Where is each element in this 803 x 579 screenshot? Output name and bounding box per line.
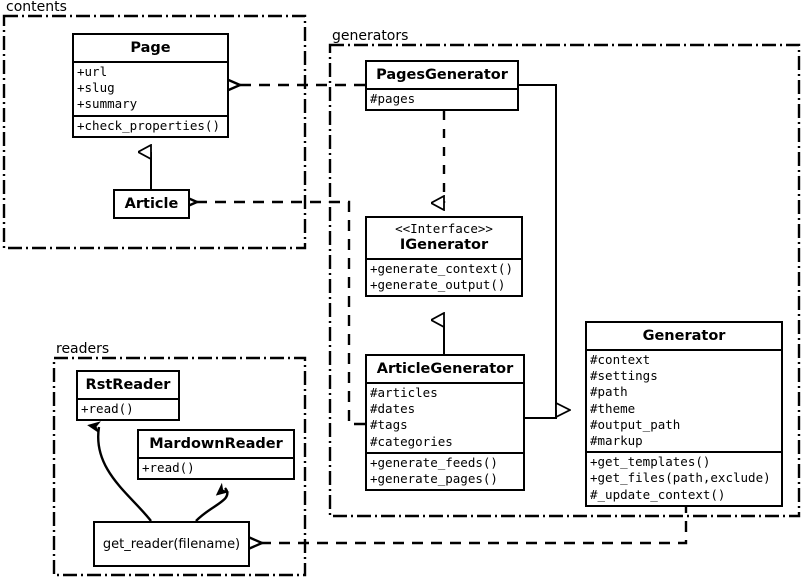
function-label-get-reader: get_reader(filename)	[102, 536, 241, 552]
package-label-contents: contents	[4, 0, 69, 15]
attribute: #context	[590, 352, 651, 367]
class-operations-mardownreader: +read()	[139, 457, 293, 478]
class-operations-page: +check_properties()	[74, 114, 227, 136]
attribute: #markup	[590, 433, 643, 449]
class-box-generator[interactable]: Generator #context #settings #path #them…	[585, 321, 783, 507]
rel-generator-getreader-dependency	[262, 502, 688, 543]
operation: +get_files(path,exclude)	[590, 470, 771, 486]
rel-articlegenerator-generator-generalization	[525, 410, 557, 419]
operation: +generate_pages()	[370, 471, 498, 487]
operation: +check_properties()	[77, 117, 220, 133]
class-name-pagesgenerator: PagesGenerator	[376, 67, 508, 83]
class-attributes-page: +url +slug +summary	[74, 61, 227, 115]
class-operations-generator: +get_templates() +get_files(path,exclude…	[587, 451, 781, 505]
class-box-article[interactable]: Article	[113, 189, 190, 219]
attribute: #settings	[590, 368, 658, 384]
class-name-article: Article	[124, 196, 179, 212]
operation: +generate_feeds()	[370, 454, 498, 470]
class-name-articlegenerator: ArticleGenerator	[376, 361, 514, 377]
attribute: +summary	[77, 96, 138, 112]
package-label-readers: readers	[54, 341, 112, 357]
class-name-igenerator: IGenerator	[399, 237, 489, 253]
class-box-igenerator[interactable]: <<Interface>> IGenerator +generate_conte…	[365, 216, 523, 298]
class-name-rstreader: RstReader	[85, 377, 171, 393]
class-stereotype-igenerator: <<Interface>>	[395, 221, 493, 236]
rel-pagesgenerator-generator-generalization	[519, 84, 570, 410]
attribute: #theme	[590, 400, 636, 416]
operation: +generate_context()	[370, 261, 513, 276]
class-box-page[interactable]: Page +url +slug +summary +check_properti…	[72, 33, 229, 138]
class-box-articlegenerator[interactable]: ArticleGenerator #articles #dates #tags …	[365, 354, 525, 492]
operation: +generate_output()	[370, 277, 506, 293]
attribute: #articles	[370, 385, 438, 400]
attribute: +url	[77, 64, 108, 79]
class-name-generator: Generator	[642, 328, 726, 344]
class-operations-articlegenerator: +generate_feeds() +generate_pages()	[367, 451, 523, 489]
rel-articlegenerator-article-dependency	[197, 202, 365, 426]
class-operations-rstreader: +read()	[78, 398, 178, 419]
class-name-page: Page	[130, 40, 171, 56]
attribute: #tags	[370, 417, 408, 433]
class-box-rstreader[interactable]: RstReader +read()	[76, 370, 180, 422]
class-attributes-generator: #context #settings #path #theme #output_…	[587, 349, 781, 451]
class-box-mardownreader[interactable]: MardownReader +read()	[137, 429, 295, 481]
rel-getreader-mardownreader-uses	[195, 482, 230, 522]
attribute: +slug	[77, 80, 115, 96]
function-box-get-reader[interactable]: get_reader(filename)	[93, 521, 250, 567]
class-attributes-articlegenerator: #articles #dates #tags #categories	[367, 382, 523, 452]
class-box-pagesgenerator[interactable]: PagesGenerator #pages	[365, 60, 519, 112]
operation: #_update_context()	[590, 486, 726, 502]
attribute: #dates	[370, 401, 416, 417]
class-name-mardownreader: MardownReader	[149, 436, 283, 452]
operation: +read()	[142, 460, 195, 475]
operation: +read()	[81, 401, 134, 416]
attribute: #path	[590, 384, 628, 400]
attribute: #output_path	[590, 416, 681, 432]
operation: +get_templates()	[590, 454, 711, 470]
attribute: #categories	[370, 433, 453, 449]
class-operations-igenerator: +generate_context() +generate_output()	[367, 258, 521, 295]
attribute: #pages	[370, 91, 416, 106]
class-attributes-pagesgenerator: #pages	[367, 88, 517, 109]
package-label-generators: generators	[330, 28, 411, 44]
